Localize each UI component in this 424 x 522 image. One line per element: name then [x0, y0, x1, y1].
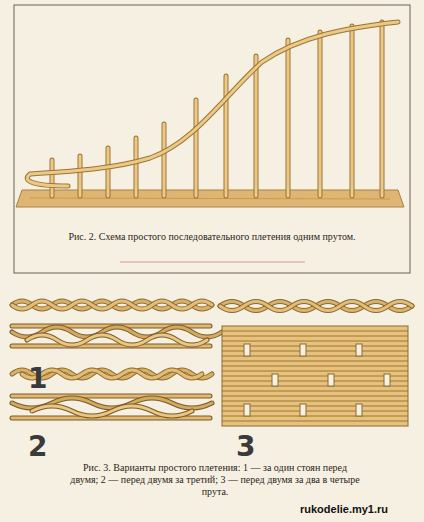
rope-3: [220, 302, 412, 311]
rope-1: [12, 301, 212, 309]
callout-number: 2: [28, 432, 58, 462]
weave-row-1: [12, 326, 222, 346]
board-grain: [30, 198, 390, 199]
watermark: rukodelie.my1.ru: [300, 503, 420, 515]
weaving-rod: [27, 22, 398, 186]
board: [16, 190, 404, 207]
weave-row-2: [12, 396, 212, 418]
callout-number: 1: [28, 364, 58, 394]
weaving-rod: [27, 22, 398, 186]
weave-block-3: [222, 326, 408, 426]
rule-line: [120, 262, 305, 263]
callout-number: 3: [236, 432, 266, 462]
figure-caption: Рис. 2. Схема простого последовательного…: [62, 231, 362, 243]
figure-caption: Рис. 3. Варианты простого плетения: 1 — …: [70, 462, 360, 498]
figure-frame: [14, 5, 410, 273]
